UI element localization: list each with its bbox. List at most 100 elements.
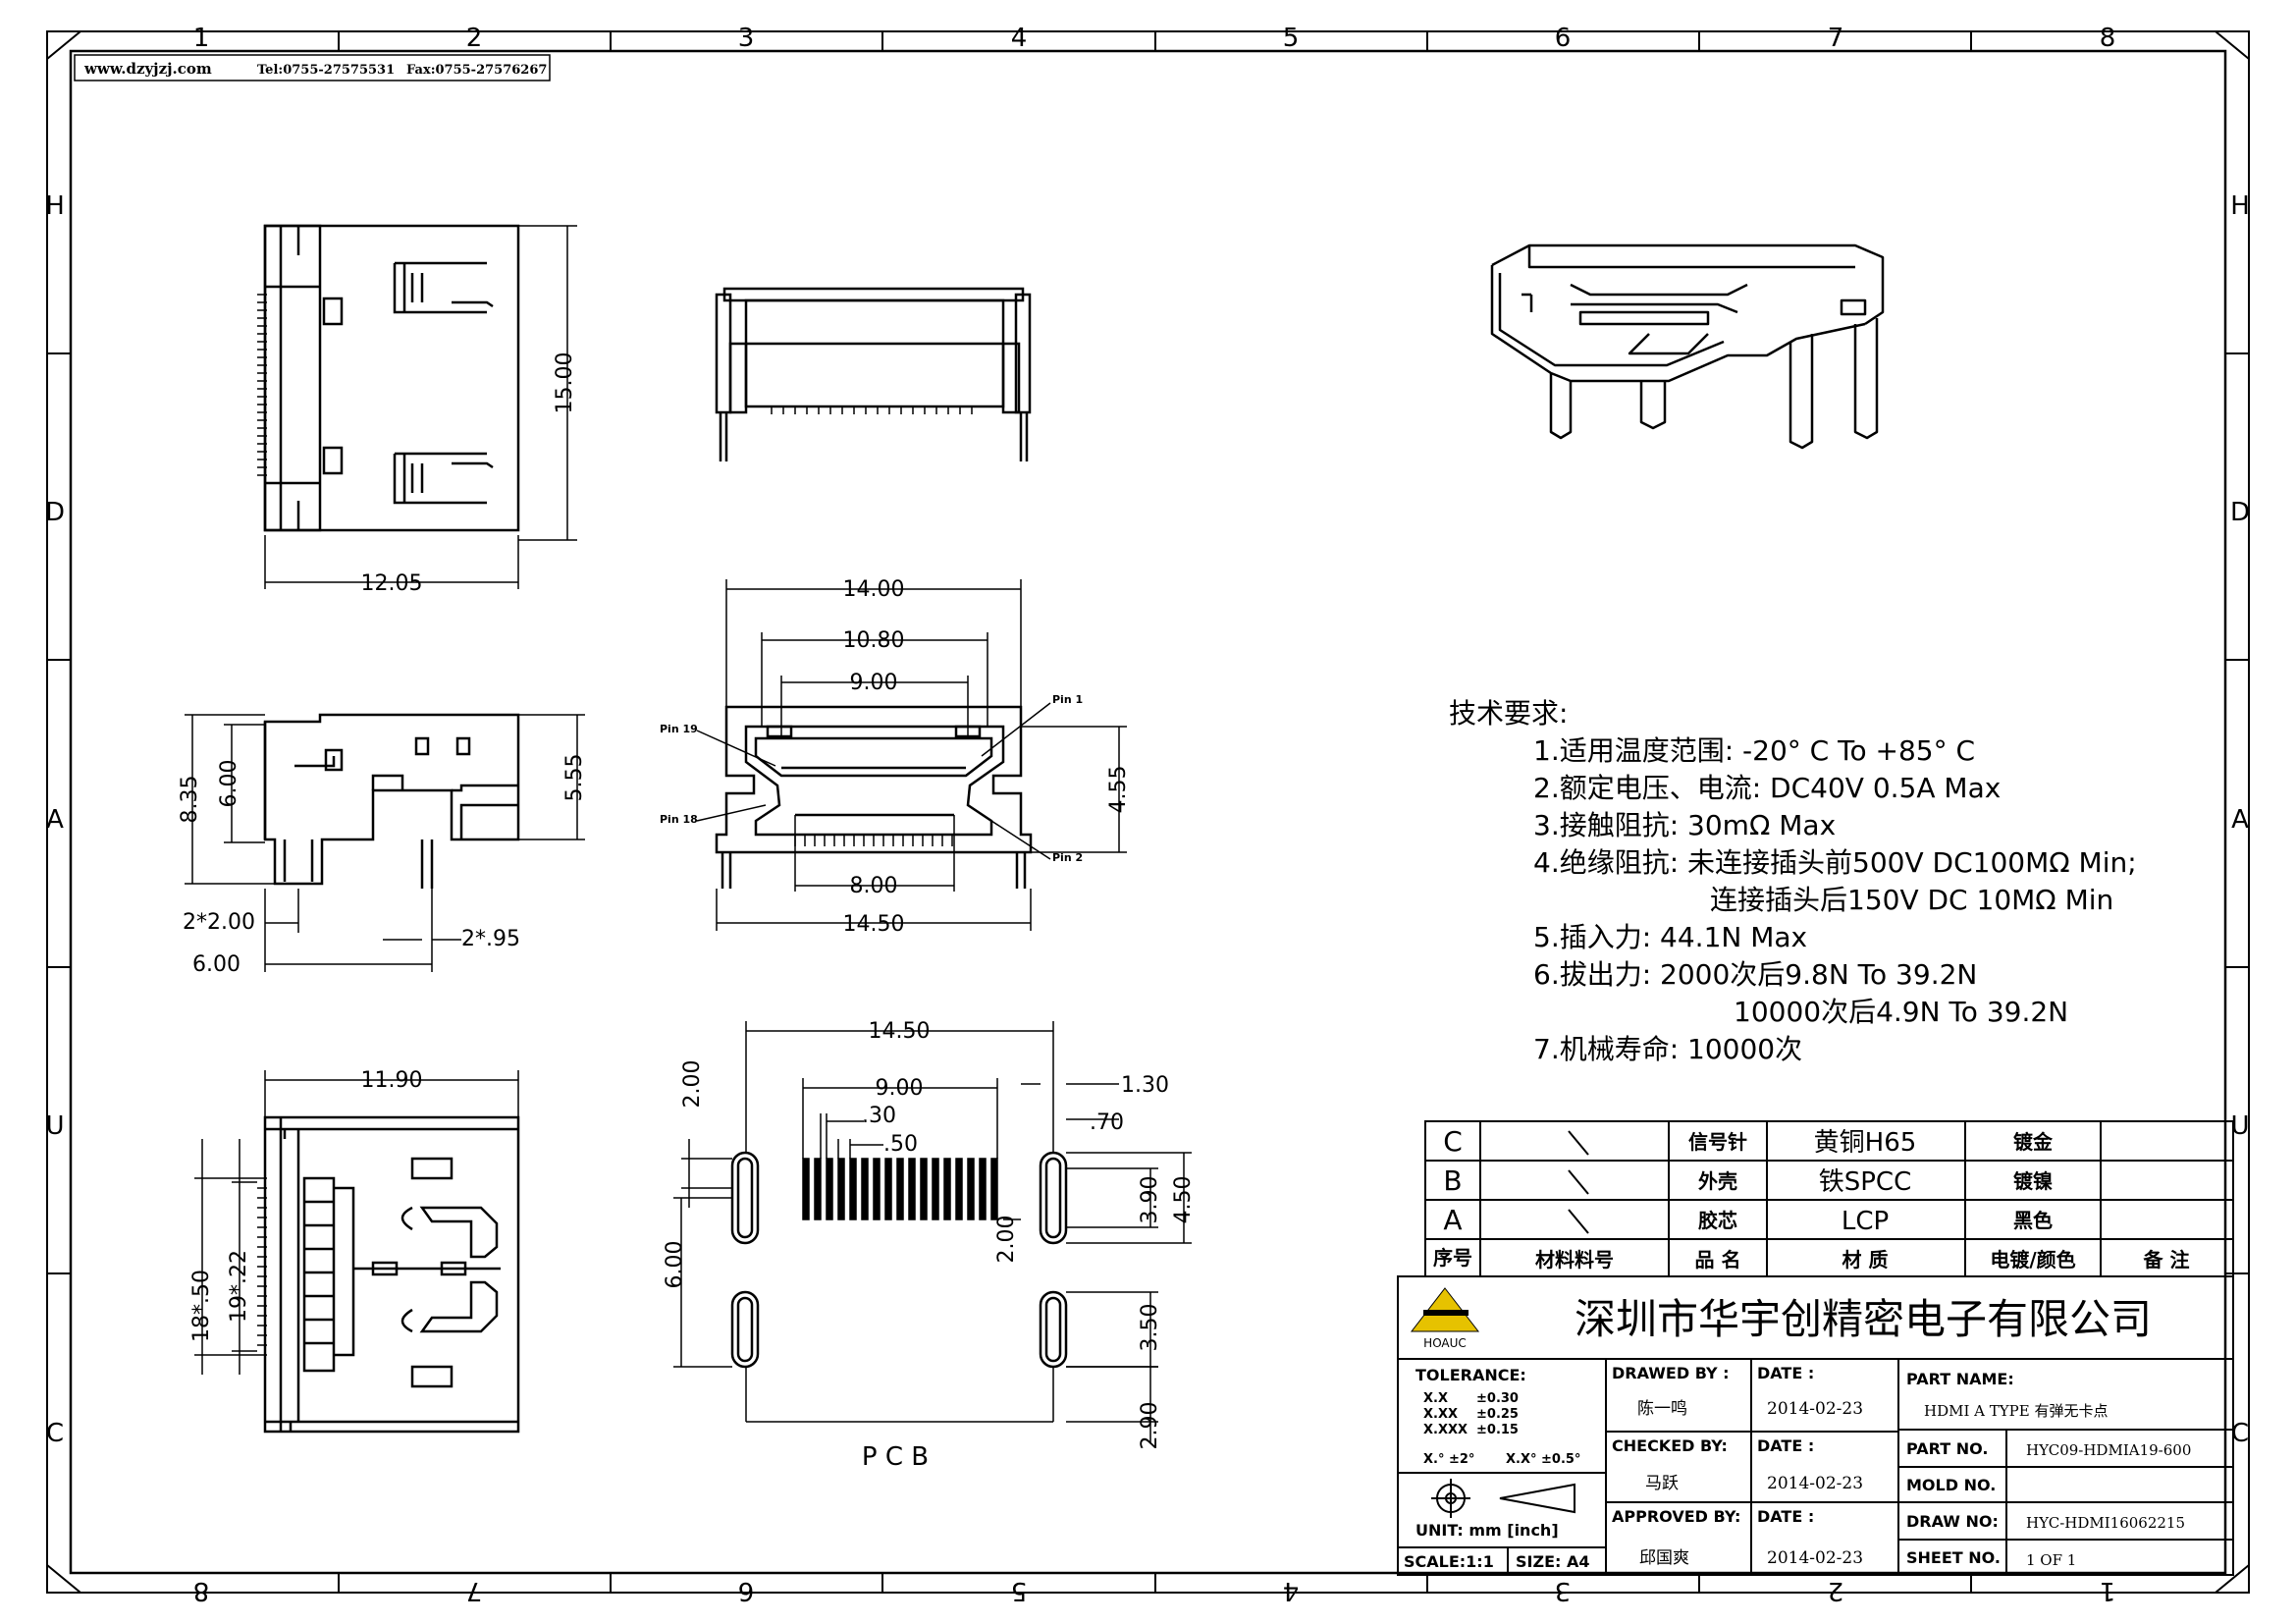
part-info-block: PART NAME: HDMI A TYPE 有弹无卡点 PART NO. HY… [1906, 1370, 2191, 1569]
company-name: 深圳市华宇创精密电子有限公司 [1575, 1295, 2152, 1343]
bom-name: 信号针 [1688, 1130, 1747, 1154]
approved-by-label: APPROVED BY: [1612, 1507, 1740, 1526]
dim-pcb-50: .50 [883, 1132, 918, 1157]
logo-text: HOAUC [1423, 1336, 1467, 1350]
tol-xx-val: ±0.25 [1476, 1407, 1519, 1422]
dim-side-6-00: 6.00 [217, 760, 241, 808]
zone-numbers-top: 1 2 3 4 5 6 7 8 [193, 24, 2116, 53]
zone-number: 5 [1011, 1576, 1028, 1605]
technical-requirements: 技术要求: 1.适用温度范围: -20° C To +85° C 2.额定电压、… [1449, 697, 2137, 1065]
dim-side-6-00-b: 6.00 [192, 952, 240, 977]
side-view [263, 713, 520, 889]
dim-front-14-00: 14.00 [843, 577, 905, 602]
requirement-line: 3.接触阻抗: 30mΩ Max [1533, 809, 1836, 841]
tol-angle-1: X.° ±2° [1423, 1452, 1474, 1467]
zone-number: 8 [2100, 24, 2116, 53]
requirement-line: 5.插入力: 44.1N Max [1533, 921, 1807, 953]
zone-letter: D [2230, 498, 2250, 527]
date-label: DATE : [1757, 1436, 1814, 1455]
tol-xxx: X.XXX [1423, 1423, 1468, 1437]
bom-material: LCP [1842, 1207, 1889, 1236]
zone-number: 7 [1828, 24, 1844, 53]
zone-ticks [47, 31, 2249, 1593]
zone-letter: C [2231, 1419, 2249, 1448]
projection-cone-icon [1499, 1483, 1575, 1514]
zone-number: 4 [1283, 1576, 1300, 1605]
projection-symbol [1431, 1479, 1575, 1518]
date-label: DATE : [1757, 1507, 1814, 1526]
bom-material: 铁SPCC [1819, 1167, 1912, 1197]
dim-pcb-2-00-b: 2.00 [994, 1216, 1019, 1264]
front-view-pins [794, 835, 953, 846]
bom-id: B [1443, 1164, 1462, 1197]
dim-pcb-4-50: 4.50 [1171, 1176, 1196, 1224]
top-view [263, 224, 520, 532]
dim-front-8-00: 8.00 [850, 874, 898, 898]
zone-letters: H D A U C H D A U C [45, 191, 2250, 1448]
dim-pcb-2-00: 2.00 [680, 1060, 705, 1109]
scale-text: SCALE:1:1 [1404, 1552, 1494, 1571]
zone-number: 2 [466, 24, 483, 53]
unit-text: UNIT: mm [inch] [1415, 1521, 1559, 1540]
mold-no-label: MOLD NO. [1906, 1476, 1996, 1494]
bom-header-finish: 电镀/颜色 [1990, 1248, 2075, 1272]
side-view-dims [185, 714, 585, 972]
bottom-view-pins [257, 1177, 267, 1356]
bom-header-name: 品 名 [1695, 1248, 1741, 1272]
zone-number: 6 [738, 1576, 755, 1605]
zone-letter: H [45, 191, 65, 221]
zone-number: 3 [738, 24, 755, 53]
part-no-label: PART NO. [1906, 1439, 1988, 1458]
date-approved: 2014-02-23 [1767, 1548, 1863, 1568]
part-name-label: PART NAME: [1906, 1370, 2014, 1388]
rear-view [715, 287, 1032, 461]
zone-letter: D [45, 498, 65, 527]
dim-pcb-14-50: 14.50 [869, 1019, 931, 1044]
bom-table [1424, 1120, 2234, 1277]
requirement-line: 2.额定电压、电流: DC40V 0.5A Max [1533, 772, 2001, 804]
zone-number: 8 [193, 1576, 210, 1605]
date-checked: 2014-02-23 [1767, 1474, 1863, 1493]
checked-by-label: CHECKED BY: [1612, 1436, 1728, 1455]
tol-xx: X.XX [1423, 1407, 1458, 1422]
dim-front-9-00: 9.00 [850, 671, 898, 695]
dim-side-5-55: 5.55 [562, 754, 587, 802]
header-contact: www.dzyjzj.com Tel:0755-27575531 Fax:075… [74, 54, 551, 81]
dim-pcb-70: .70 [1090, 1110, 1124, 1135]
bom-name: 外壳 [1698, 1169, 1737, 1193]
zone-number: 3 [1555, 1576, 1572, 1605]
pcb-pads [802, 1158, 998, 1220]
tolerance-block: TOLERANCE: X.X ±0.30 X.XX ±0.25 X.XXX ±0… [1415, 1366, 1580, 1467]
date-drawn: 2014-02-23 [1767, 1399, 1863, 1419]
requirement-line: 6.拔出力: 2000次后9.8N To 39.2N [1533, 958, 1977, 991]
bottom-view-dims [194, 1070, 519, 1375]
date-label: DATE : [1757, 1364, 1814, 1382]
requirement-line: 4.绝缘阻抗: 未连接插头前500V DC100MΩ Min; [1533, 846, 2137, 879]
isometric-view [1490, 244, 1885, 450]
sheet-no-label: SHEET NO. [1906, 1548, 2001, 1567]
pin2-label: Pin 2 [1052, 851, 1083, 864]
company-logo: HOAUC [1410, 1287, 1480, 1350]
dim-front-4-55: 4.55 [1106, 766, 1131, 814]
dim-top-width: 12.05 [361, 571, 423, 596]
bom-finish: 镀金 [2013, 1130, 2054, 1154]
front-view [715, 705, 1033, 889]
logo-bar-icon [1423, 1310, 1468, 1316]
bom-finish: 黑色 [2013, 1209, 2053, 1232]
part-no: HYC09-HDMIA19-600 [2026, 1441, 2191, 1459]
zone-letter: U [45, 1111, 64, 1141]
zone-number: 1 [2100, 1576, 2116, 1605]
approval-block: DRAWED BY : 陈一鸣 DATE : 2014-02-23 CHECKE… [1612, 1364, 1863, 1568]
dim-side-2x95: 2*.95 [461, 927, 520, 951]
rear-view-pins [771, 406, 973, 414]
bom-id: A [1443, 1204, 1462, 1236]
corner-markers [46, 30, 2250, 1594]
bom-header-no: 序号 [1433, 1246, 1472, 1270]
dim-front-14-50: 14.50 [843, 912, 905, 937]
bom-header-material: 材 质 [1842, 1248, 1889, 1272]
draw-no-label: DRAW NO: [1906, 1512, 1999, 1531]
tol-x-val: ±0.30 [1476, 1391, 1519, 1406]
fax-text: Fax:0755-27576267 [406, 63, 547, 78]
dim-bottom-11-90: 11.90 [361, 1068, 423, 1093]
